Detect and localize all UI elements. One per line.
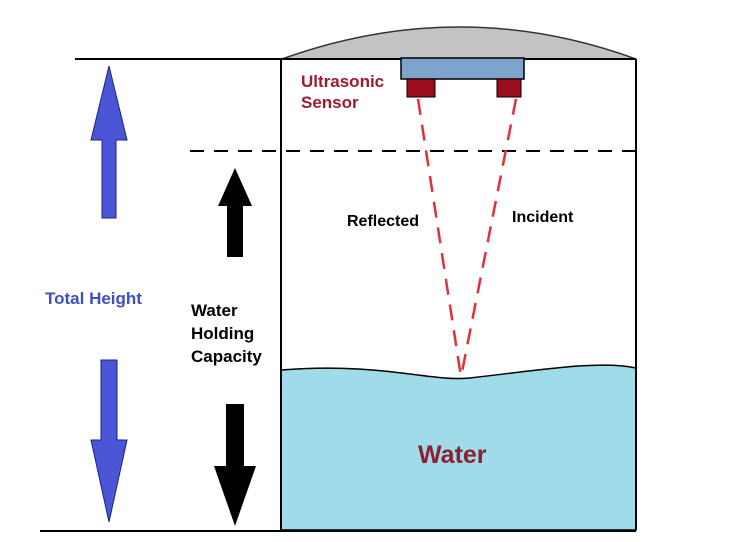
- sensor-label-line1: Ultrasonic: [301, 72, 384, 91]
- capacity-label-line3: Capacity: [191, 347, 262, 366]
- incident-label: Incident: [512, 209, 574, 226]
- total-height-up-arrow: [90, 65, 128, 219]
- reflected-label: Reflected: [347, 213, 419, 230]
- sensor-body: [400, 57, 525, 80]
- water-body: [280, 364, 637, 531]
- incident-beam: [459, 98, 518, 378]
- sensor-label-line2: Sensor: [301, 93, 359, 112]
- capacity-up-arrow: [218, 168, 252, 257]
- capacity-label-line2: Holding: [191, 324, 254, 343]
- sensor-transducer-right: [496, 78, 522, 98]
- tank-dome: [281, 26, 637, 60]
- total-height-down-arrow: [90, 359, 128, 523]
- sensor-transducer-left: [406, 78, 436, 98]
- capacity-down-arrow: [214, 404, 256, 526]
- reflected-beam: [416, 98, 463, 378]
- total-height-label: Total Height: [45, 289, 142, 308]
- capacity-label-line1: Water: [191, 301, 238, 320]
- water-label: Water: [418, 441, 487, 469]
